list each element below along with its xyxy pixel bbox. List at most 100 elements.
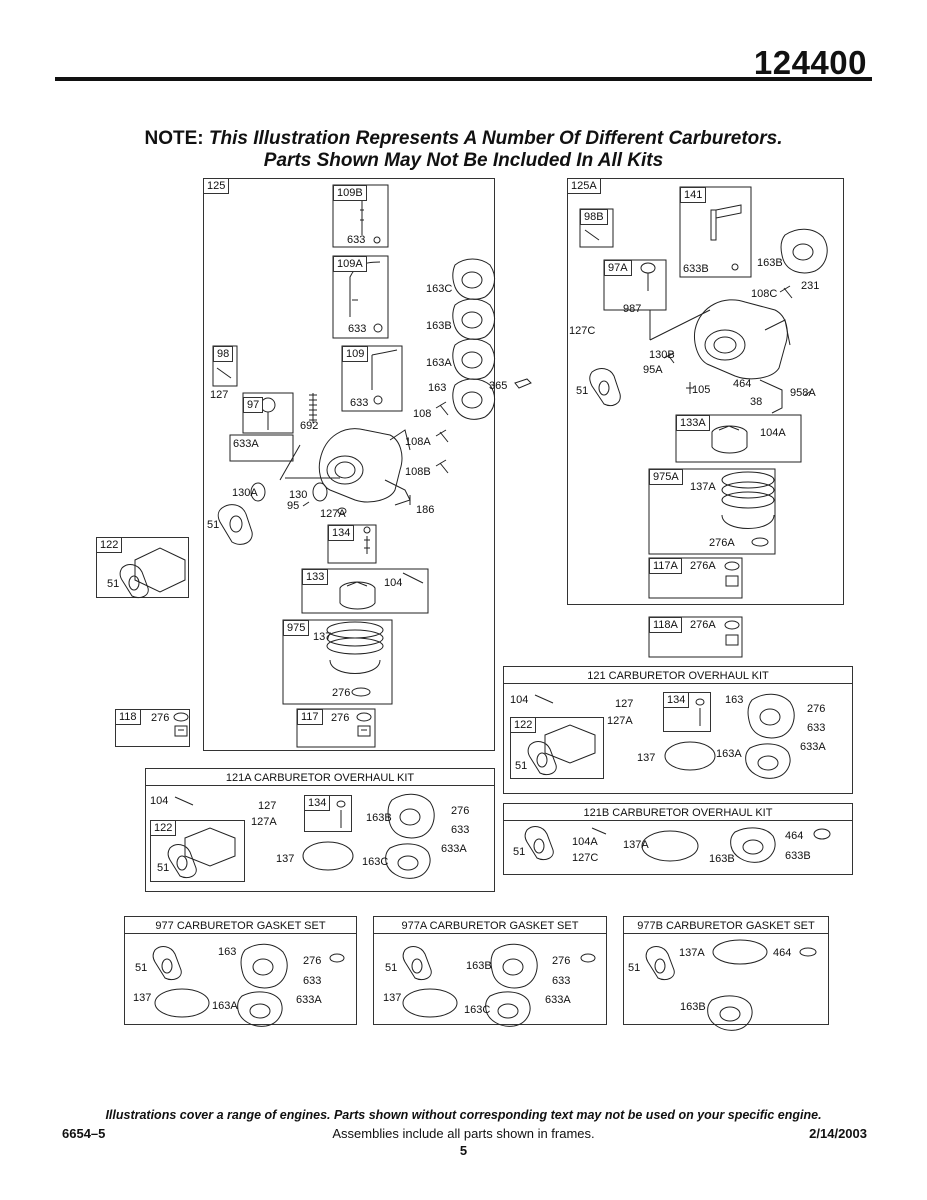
page-number: 5 bbox=[459, 1143, 468, 1158]
part-label: 276 bbox=[151, 712, 170, 724]
tag-975: 975 bbox=[283, 620, 310, 636]
part-label: 365 bbox=[489, 380, 508, 392]
part-label: 51 bbox=[576, 385, 589, 397]
kit-121-title: 121 CARBURETOR OVERHAUL KIT bbox=[587, 670, 769, 682]
part-label: 137A bbox=[623, 839, 649, 851]
kit-121A-frame-122 bbox=[150, 820, 245, 882]
part-label: 127C bbox=[569, 325, 596, 337]
part-label: 276 bbox=[303, 955, 322, 967]
part-label: 108B bbox=[405, 466, 431, 478]
part-label: 276A bbox=[690, 560, 716, 572]
part-label: 137 bbox=[133, 992, 152, 1004]
part-label: 276 bbox=[331, 712, 350, 724]
part-label: 163B bbox=[466, 960, 492, 972]
kit-121-frame: 121 CARBURETOR OVERHAUL KIT bbox=[503, 666, 853, 794]
part-label: 127A bbox=[251, 816, 277, 828]
part-label: 464 bbox=[733, 378, 752, 390]
part-label: 51 bbox=[157, 862, 170, 874]
kit-977-divider bbox=[125, 933, 356, 934]
note-text-1: This Illustration Represents A Number Of… bbox=[208, 128, 783, 149]
part-label: 108A bbox=[405, 436, 431, 448]
part-label: 633A bbox=[800, 741, 826, 753]
part-label: 95 bbox=[287, 500, 300, 512]
part-label: 51 bbox=[107, 578, 120, 590]
part-label: 51 bbox=[513, 846, 526, 858]
part-label: 130B bbox=[649, 349, 675, 361]
tag-118A: 118A bbox=[649, 617, 682, 633]
part-label: 51 bbox=[385, 962, 398, 974]
kit-121-divider bbox=[504, 683, 852, 684]
model-number: 124400 bbox=[753, 44, 867, 81]
part-label: 276 bbox=[451, 805, 470, 817]
assemblies-note: Assemblies include all parts shown in fr… bbox=[332, 1126, 595, 1141]
tag-122: 122 bbox=[510, 717, 537, 733]
part-label: 186 bbox=[416, 504, 435, 516]
part-label: 633A bbox=[545, 994, 571, 1006]
part-label: 38 bbox=[750, 396, 763, 408]
part-label: 163B bbox=[426, 320, 452, 332]
tag-109A: 109A bbox=[333, 256, 367, 272]
tag-117: 117 bbox=[297, 709, 323, 725]
part-label: 137 bbox=[276, 853, 295, 865]
part-label: 276 bbox=[332, 687, 351, 699]
tag-109B: 109B bbox=[333, 185, 367, 201]
kit-121B-title: 121B CARBURETOR OVERHAUL KIT bbox=[583, 807, 773, 819]
part-label: 163B bbox=[680, 1001, 706, 1013]
kit-121A-divider bbox=[146, 785, 494, 786]
part-label: 163B bbox=[709, 853, 735, 865]
part-label: 163 bbox=[428, 382, 447, 394]
kit-121A-frame: 121A CARBURETOR OVERHAUL KIT bbox=[145, 768, 495, 892]
part-label: 104 bbox=[510, 694, 529, 706]
tag-97A: 97A bbox=[604, 260, 632, 276]
part-label: 276A bbox=[709, 537, 735, 549]
frame-125 bbox=[203, 178, 495, 751]
kit-977A-divider bbox=[374, 933, 606, 934]
part-label: 137A bbox=[690, 481, 716, 493]
part-label: 51 bbox=[135, 962, 148, 974]
doc-number: 6654–5 bbox=[62, 1126, 106, 1141]
footer-disclaimer: Illustrations cover a range of engines. … bbox=[105, 1108, 822, 1122]
doc-date: 2/14/2003 bbox=[809, 1126, 867, 1141]
kit-121B-divider bbox=[504, 820, 852, 821]
part-label: 633 bbox=[807, 722, 826, 734]
kit-977-title: 977 CARBURETOR GASKET SET bbox=[155, 920, 326, 932]
part-label: 130A bbox=[232, 487, 258, 499]
tag-141: 141 bbox=[680, 187, 707, 203]
kit-977B-frame: 977B CARBURETOR GASKET SET bbox=[623, 916, 829, 1025]
part-label: 633 bbox=[347, 234, 366, 246]
part-label: 633A bbox=[296, 994, 322, 1006]
part-label: 104 bbox=[150, 795, 169, 807]
part-label: 633 bbox=[350, 397, 369, 409]
tag-122: 122 bbox=[150, 820, 177, 836]
part-label: 95A bbox=[643, 364, 663, 376]
part-label: 127 bbox=[210, 389, 229, 401]
part-label: 104 bbox=[384, 577, 403, 589]
frame-118 bbox=[115, 709, 190, 747]
part-label: 163A bbox=[716, 748, 742, 760]
part-label: 633B bbox=[683, 263, 709, 275]
part-label: 276A bbox=[690, 619, 716, 631]
part-label: 104A bbox=[760, 427, 786, 439]
part-label: 231 bbox=[801, 280, 820, 292]
tag-975A: 975A bbox=[649, 469, 683, 485]
kit-121-frame-122 bbox=[510, 717, 604, 779]
tag-118: 118 bbox=[115, 709, 141, 725]
tag-133: 133 bbox=[302, 569, 329, 585]
part-label: 163C bbox=[426, 283, 453, 295]
part-label: 137 bbox=[383, 992, 402, 1004]
note-line-1: NOTE: This Illustration Represents A Num… bbox=[0, 128, 927, 150]
part-label: 276 bbox=[552, 955, 571, 967]
part-label: 105 bbox=[692, 384, 711, 396]
part-label: 163 bbox=[725, 694, 744, 706]
kit-977A-frame: 977A CARBURETOR GASKET SET bbox=[373, 916, 607, 1025]
part-label: 958A bbox=[790, 387, 816, 399]
part-label: 108C bbox=[751, 288, 778, 300]
part-label: 108 bbox=[413, 408, 432, 420]
tag-98: 98 bbox=[213, 346, 234, 362]
tag-122: 122 bbox=[96, 537, 123, 553]
part-label: 137 bbox=[313, 631, 332, 643]
kit-121A-title: 121A CARBURETOR OVERHAUL KIT bbox=[225, 772, 415, 784]
